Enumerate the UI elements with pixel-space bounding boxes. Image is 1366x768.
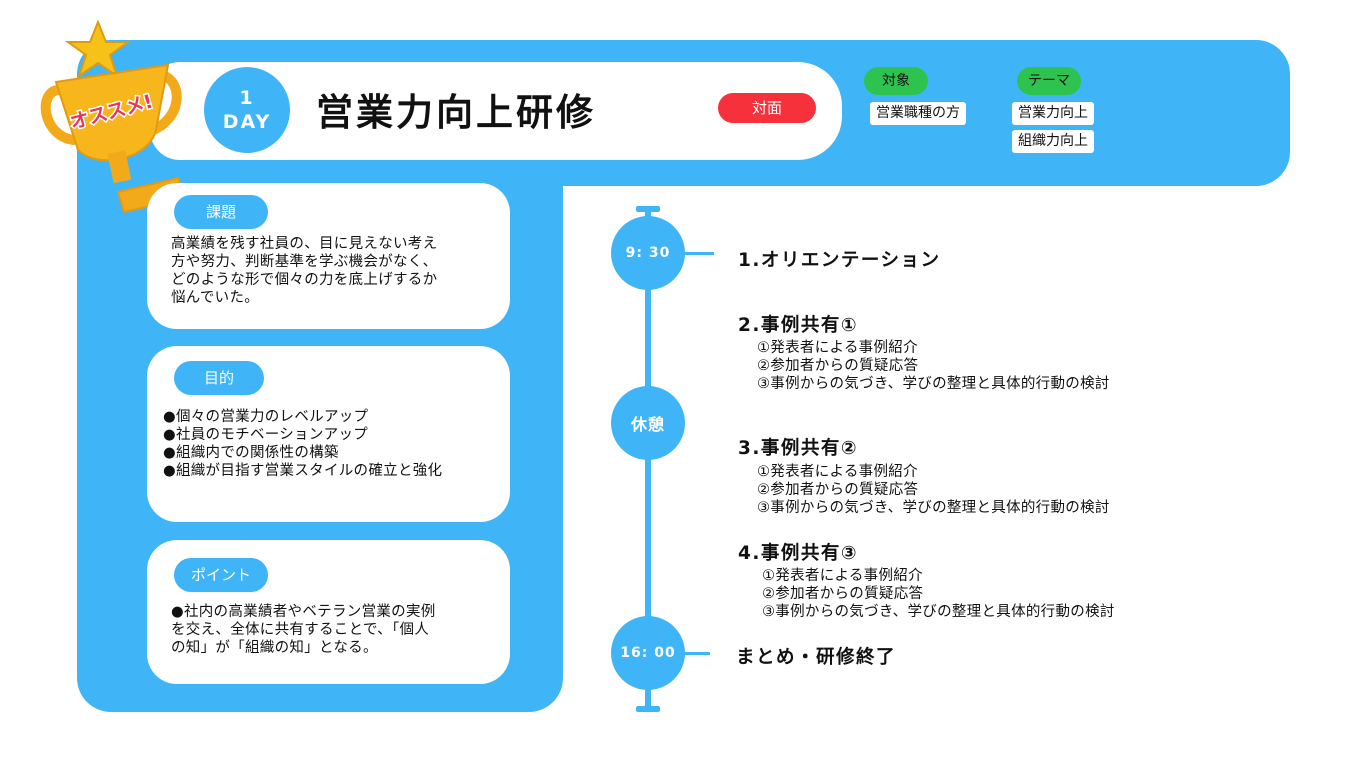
point-line: ●社内の高業績者やベテラン営業の実例 (171, 604, 436, 620)
target-value: 営業職種の方 (870, 102, 966, 125)
day-number: 1 (239, 87, 255, 109)
schedule-subitem: ②参加者からの質疑応答 (762, 586, 924, 602)
purpose-card: 目的 ●個々の営業力のレベルアップ ●社員のモチベーションアップ ●組織内での関… (147, 346, 510, 522)
mode-badge: 対面 (718, 93, 816, 123)
theme-value-2: 組織力向上 (1012, 130, 1094, 153)
trophy-icon: オススメ! (40, 20, 186, 214)
schedule-item-4-head: 4.事例共有③ (738, 543, 859, 564)
point-card: ポイント ●社内の高業績者やベテラン営業の実例 を交え、全体に共有することで、「… (147, 540, 510, 684)
schedule-item-4-list: ①発表者による事例紹介 ②参加者からの質疑応答 ③事例からの気づき、学びの整理と… (762, 567, 1115, 621)
page-title: 営業力向上研修 (316, 91, 596, 134)
schedule-item-3-head: 3.事例共有② (738, 438, 859, 459)
issue-line: 方や努力、判断基準を学ぶ機会がなく、 (171, 254, 438, 270)
theme-label: テーマ (1017, 67, 1081, 95)
target-label: 対象 (864, 67, 928, 95)
purpose-label: 目的 (174, 361, 264, 395)
end-dash (684, 652, 710, 655)
point-text: ●社内の高業績者やベテラン営業の実例 を交え、全体に共有することで、「個人 の知… (171, 603, 496, 657)
timeline-cap-top (636, 206, 660, 212)
issue-label: 課題 (174, 195, 268, 229)
schedule-subitem: ③事例からの気づき、学びの整理と具体的行動の検討 (757, 376, 1110, 392)
schedule-item-5-head: まとめ・研修終了 (736, 647, 897, 668)
day-unit: DAY (222, 111, 272, 133)
issue-line: どのような形で個々の力を底上げするか (171, 272, 438, 288)
start-time-node: 9: 30 (611, 216, 685, 290)
purpose-line: ●個々の営業力のレベルアップ (163, 409, 369, 425)
schedule-subitem: ③事例からの気づき、学びの整理と具体的行動の検討 (757, 500, 1110, 516)
point-line: の知」が「組織の知」となる。 (171, 640, 378, 656)
purpose-line: ●社員のモチベーションアップ (163, 427, 369, 443)
theme-value-1: 営業力向上 (1012, 102, 1094, 125)
schedule-subitem: ①発表者による事例紹介 (757, 464, 918, 480)
point-line: を交え、全体に共有することで、「個人 (171, 622, 430, 638)
timeline-line (645, 210, 651, 710)
schedule-subitem: ①発表者による事例紹介 (762, 568, 923, 584)
issue-card: 課題 高業績を残す社員の、目に見えない考え 方や努力、判断基準を学ぶ機会がなく、… (147, 183, 510, 329)
point-label: ポイント (174, 558, 268, 592)
purpose-line: ●組織内での関係性の構築 (163, 445, 339, 461)
start-dash (684, 252, 714, 255)
schedule-subitem: ③事例からの気づき、学びの整理と具体的行動の検討 (762, 604, 1115, 620)
schedule-item-1-head: 1.オリエンテーション (738, 250, 941, 271)
schedule-subitem: ②参加者からの質疑応答 (757, 482, 919, 498)
schedule-subitem: ①発表者による事例紹介 (757, 340, 918, 356)
issue-line: 悩んでいた。 (171, 290, 260, 306)
purpose-line: ●組織が目指す営業スタイルの確立と強化 (163, 463, 443, 479)
break-node: 休憩 (611, 386, 685, 460)
day-circle: 1 DAY (204, 67, 290, 153)
issue-line: 高業績を残す社員の、目に見えない考え (171, 236, 438, 252)
timeline-cap-bottom (636, 706, 660, 712)
end-time-node: 16: 00 (611, 616, 685, 690)
schedule-subitem: ②参加者からの質疑応答 (757, 358, 919, 374)
schedule-item-3-list: ①発表者による事例紹介 ②参加者からの質疑応答 ③事例からの気づき、学びの整理と… (757, 463, 1110, 517)
issue-text: 高業績を残す社員の、目に見えない考え 方や努力、判断基準を学ぶ機会がなく、 どの… (171, 235, 496, 307)
schedule-item-2-head: 2.事例共有① (738, 315, 859, 336)
purpose-text: ●個々の営業力のレベルアップ ●社員のモチベーションアップ ●組織内での関係性の… (163, 408, 496, 480)
schedule-item-2-list: ①発表者による事例紹介 ②参加者からの質疑応答 ③事例からの気づき、学びの整理と… (757, 339, 1110, 393)
